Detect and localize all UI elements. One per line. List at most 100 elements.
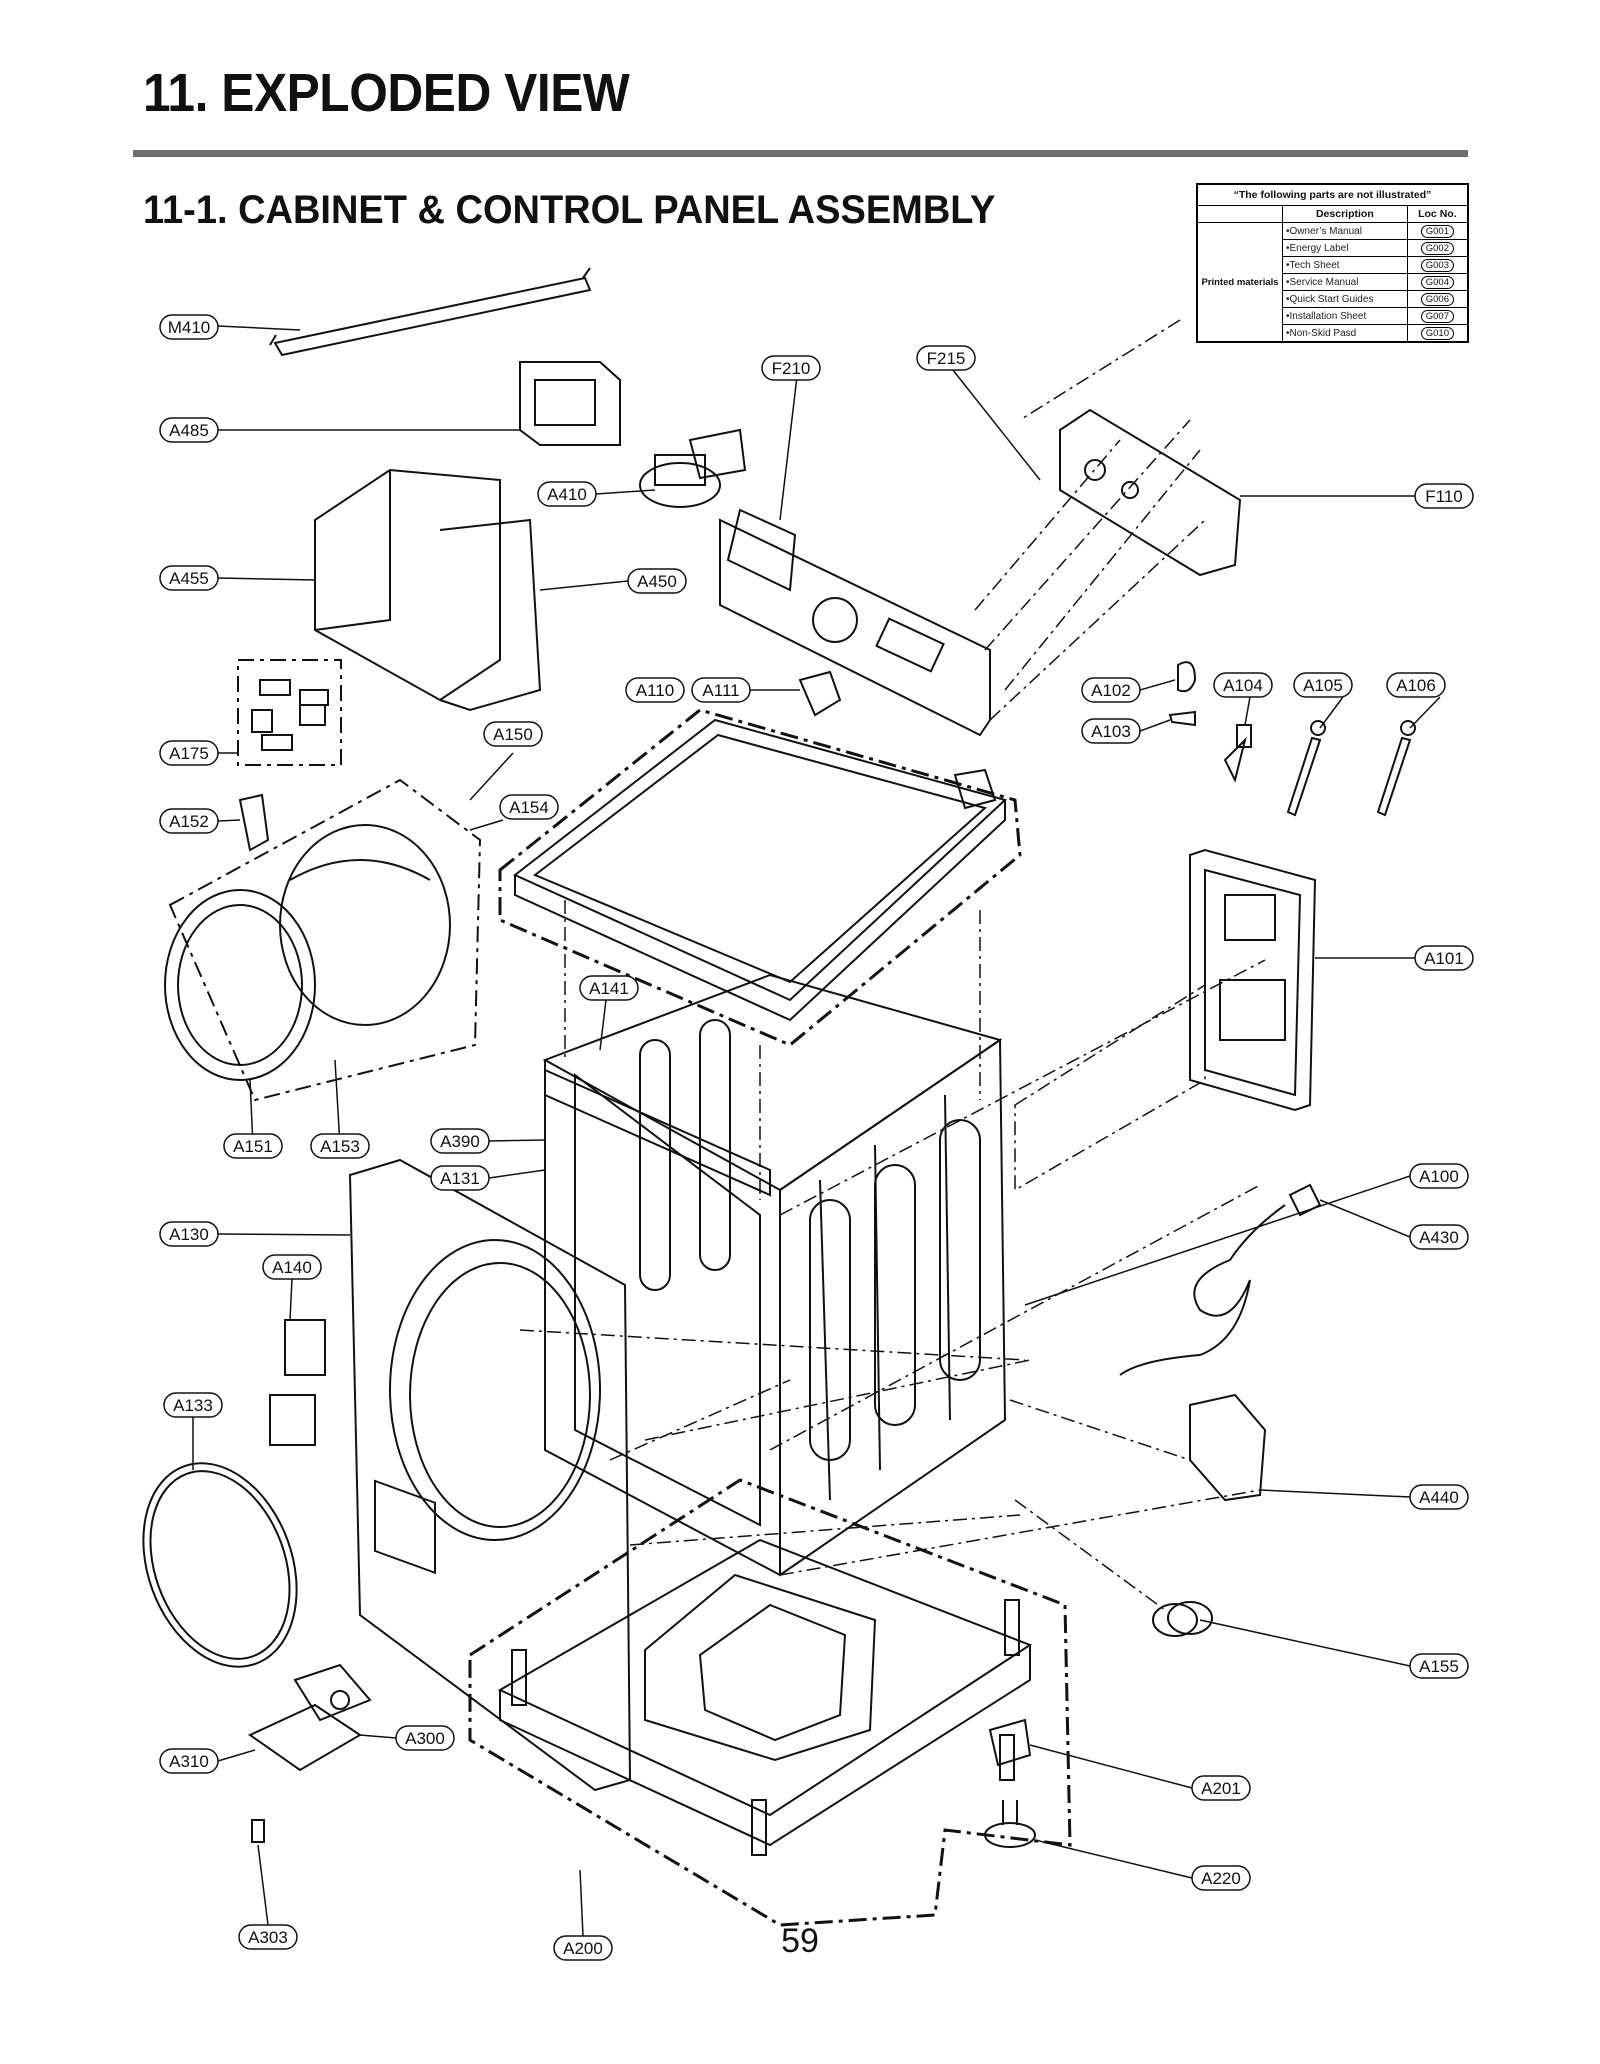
row-loc: G004: [1420, 275, 1454, 289]
callout-label: A200: [563, 1939, 603, 1958]
callout-a111: A111: [691, 677, 751, 703]
table-row: •Installation Sheet G007: [1197, 307, 1469, 325]
row-description: •Non-Skid Pasd: [1282, 324, 1408, 343]
row-loc: G001: [1420, 224, 1454, 238]
callout-label: A106: [1396, 676, 1436, 695]
callout-a101: A101: [1414, 945, 1474, 971]
table-row: Printed materials •Owner’s Manual G001: [1196, 222, 1469, 343]
callout-a151: A151: [223, 1133, 283, 1159]
callout-a130: A130: [159, 1221, 219, 1247]
row-loc: G007: [1420, 309, 1454, 323]
callout-label: A220: [1201, 1869, 1241, 1888]
callout-label: A410: [547, 485, 587, 504]
callout-label: A152: [169, 812, 209, 831]
callout-label: A103: [1091, 722, 1131, 741]
callout-f110: F110: [1414, 483, 1474, 509]
callout-label: A111: [702, 681, 739, 700]
callout-a140: A140: [262, 1254, 322, 1280]
callout-a102: A102: [1081, 677, 1141, 703]
callout-f210: F210: [761, 355, 821, 381]
title-rule: [133, 150, 1468, 157]
callout-a105: A105: [1293, 672, 1353, 698]
callout-a104: A104: [1213, 672, 1273, 698]
callout-f215: F215: [916, 345, 976, 371]
callout-label: A175: [169, 744, 209, 763]
section-subtitle: 11-1. CABINET & CONTROL PANEL ASSEMBLY: [143, 188, 996, 232]
callout-a141: A141: [579, 975, 639, 1001]
callout-a131: A131: [430, 1165, 490, 1191]
callout-a220: A220: [1191, 1865, 1251, 1891]
callout-a150: A150: [483, 721, 543, 747]
not-illustrated-parts-table: “The following parts are not illustrated…: [1196, 183, 1469, 343]
callout-label: A130: [169, 1225, 209, 1244]
table-row: •Quick Start Guides G006: [1197, 290, 1469, 308]
callout-label: A151: [233, 1137, 273, 1156]
callout-label: A155: [1419, 1657, 1459, 1676]
callout-label: A150: [493, 725, 533, 744]
callout-label: A133: [173, 1396, 213, 1415]
callout-label: A201: [1201, 1779, 1241, 1798]
callout-a300: A300: [395, 1725, 455, 1751]
row-loc: G006: [1420, 292, 1454, 306]
table-row: •Non-Skid Pasd G010: [1197, 324, 1469, 343]
part-drawings: [142, 267, 1416, 1927]
callout-a200: A200: [553, 1935, 613, 1961]
callout-a310: A310: [159, 1748, 219, 1774]
page-number: 59: [781, 1922, 819, 1960]
callout-label: A141: [589, 979, 629, 998]
callout-label: M410: [168, 318, 211, 337]
callout-a455: A455: [159, 565, 219, 591]
callout-label: A140: [272, 1258, 312, 1277]
row-description: •Installation Sheet: [1282, 307, 1408, 325]
callout-a440: A440: [1409, 1484, 1469, 1510]
callout-label: A154: [509, 798, 549, 817]
callout-label: A450: [637, 572, 677, 591]
table-row: •Energy Label G002: [1197, 239, 1469, 257]
callout-label: A485: [169, 421, 209, 440]
callout-labels: M410 A485 A410 F210 F215 F110 A455 A450 …: [159, 314, 1474, 1961]
callout-label: A104: [1223, 676, 1263, 695]
callout-a450: A450: [627, 568, 687, 594]
callout-a201: A201: [1191, 1775, 1251, 1801]
callout-a410: A410: [537, 481, 597, 507]
callout-label: A102: [1091, 681, 1131, 700]
callout-a106: A106: [1386, 672, 1446, 698]
callout-a103: A103: [1081, 718, 1141, 744]
callout-label: A455: [169, 569, 209, 588]
callout-a153: A153: [310, 1133, 370, 1159]
callout-label: A303: [248, 1928, 288, 1947]
row-loc: G003: [1420, 258, 1454, 272]
page-title: 11. EXPLODED VIEW: [143, 63, 630, 123]
callout-a155: A155: [1409, 1653, 1469, 1679]
callout-label: A153: [320, 1137, 360, 1156]
callout-a154: A154: [499, 794, 559, 820]
callout-a485: A485: [159, 417, 219, 443]
callout-label: A310: [169, 1752, 209, 1771]
callout-m410: M410: [159, 314, 219, 340]
row-loc: G010: [1420, 326, 1454, 340]
callout-label: A105: [1303, 676, 1343, 695]
table-row: •Service Manual G004: [1197, 273, 1469, 291]
callout-label: F210: [772, 359, 811, 378]
callout-a303: A303: [238, 1924, 298, 1950]
callout-a390: A390: [430, 1128, 490, 1154]
callout-a110: A110: [625, 677, 685, 703]
callout-label: F215: [927, 349, 966, 368]
callout-label: A100: [1419, 1167, 1459, 1186]
table-header-loc: Loc No.: [1406, 205, 1469, 223]
leader-lines: [192, 325, 1441, 1937]
callout-label: A131: [440, 1169, 480, 1188]
callout-label: A300: [405, 1729, 445, 1748]
callout-a430: A430: [1409, 1224, 1469, 1250]
callout-label: F110: [1425, 487, 1463, 506]
callout-label: A101: [1424, 949, 1464, 968]
callout-a152: A152: [159, 808, 219, 834]
callout-label: A430: [1419, 1228, 1459, 1247]
table-group-label: Printed materials: [1196, 222, 1283, 343]
row-loc: G002: [1420, 241, 1454, 255]
callout-a175: A175: [159, 740, 219, 766]
callout-label: A110: [636, 681, 674, 700]
callout-label: A440: [1419, 1488, 1459, 1507]
callout-label: A390: [440, 1132, 480, 1151]
